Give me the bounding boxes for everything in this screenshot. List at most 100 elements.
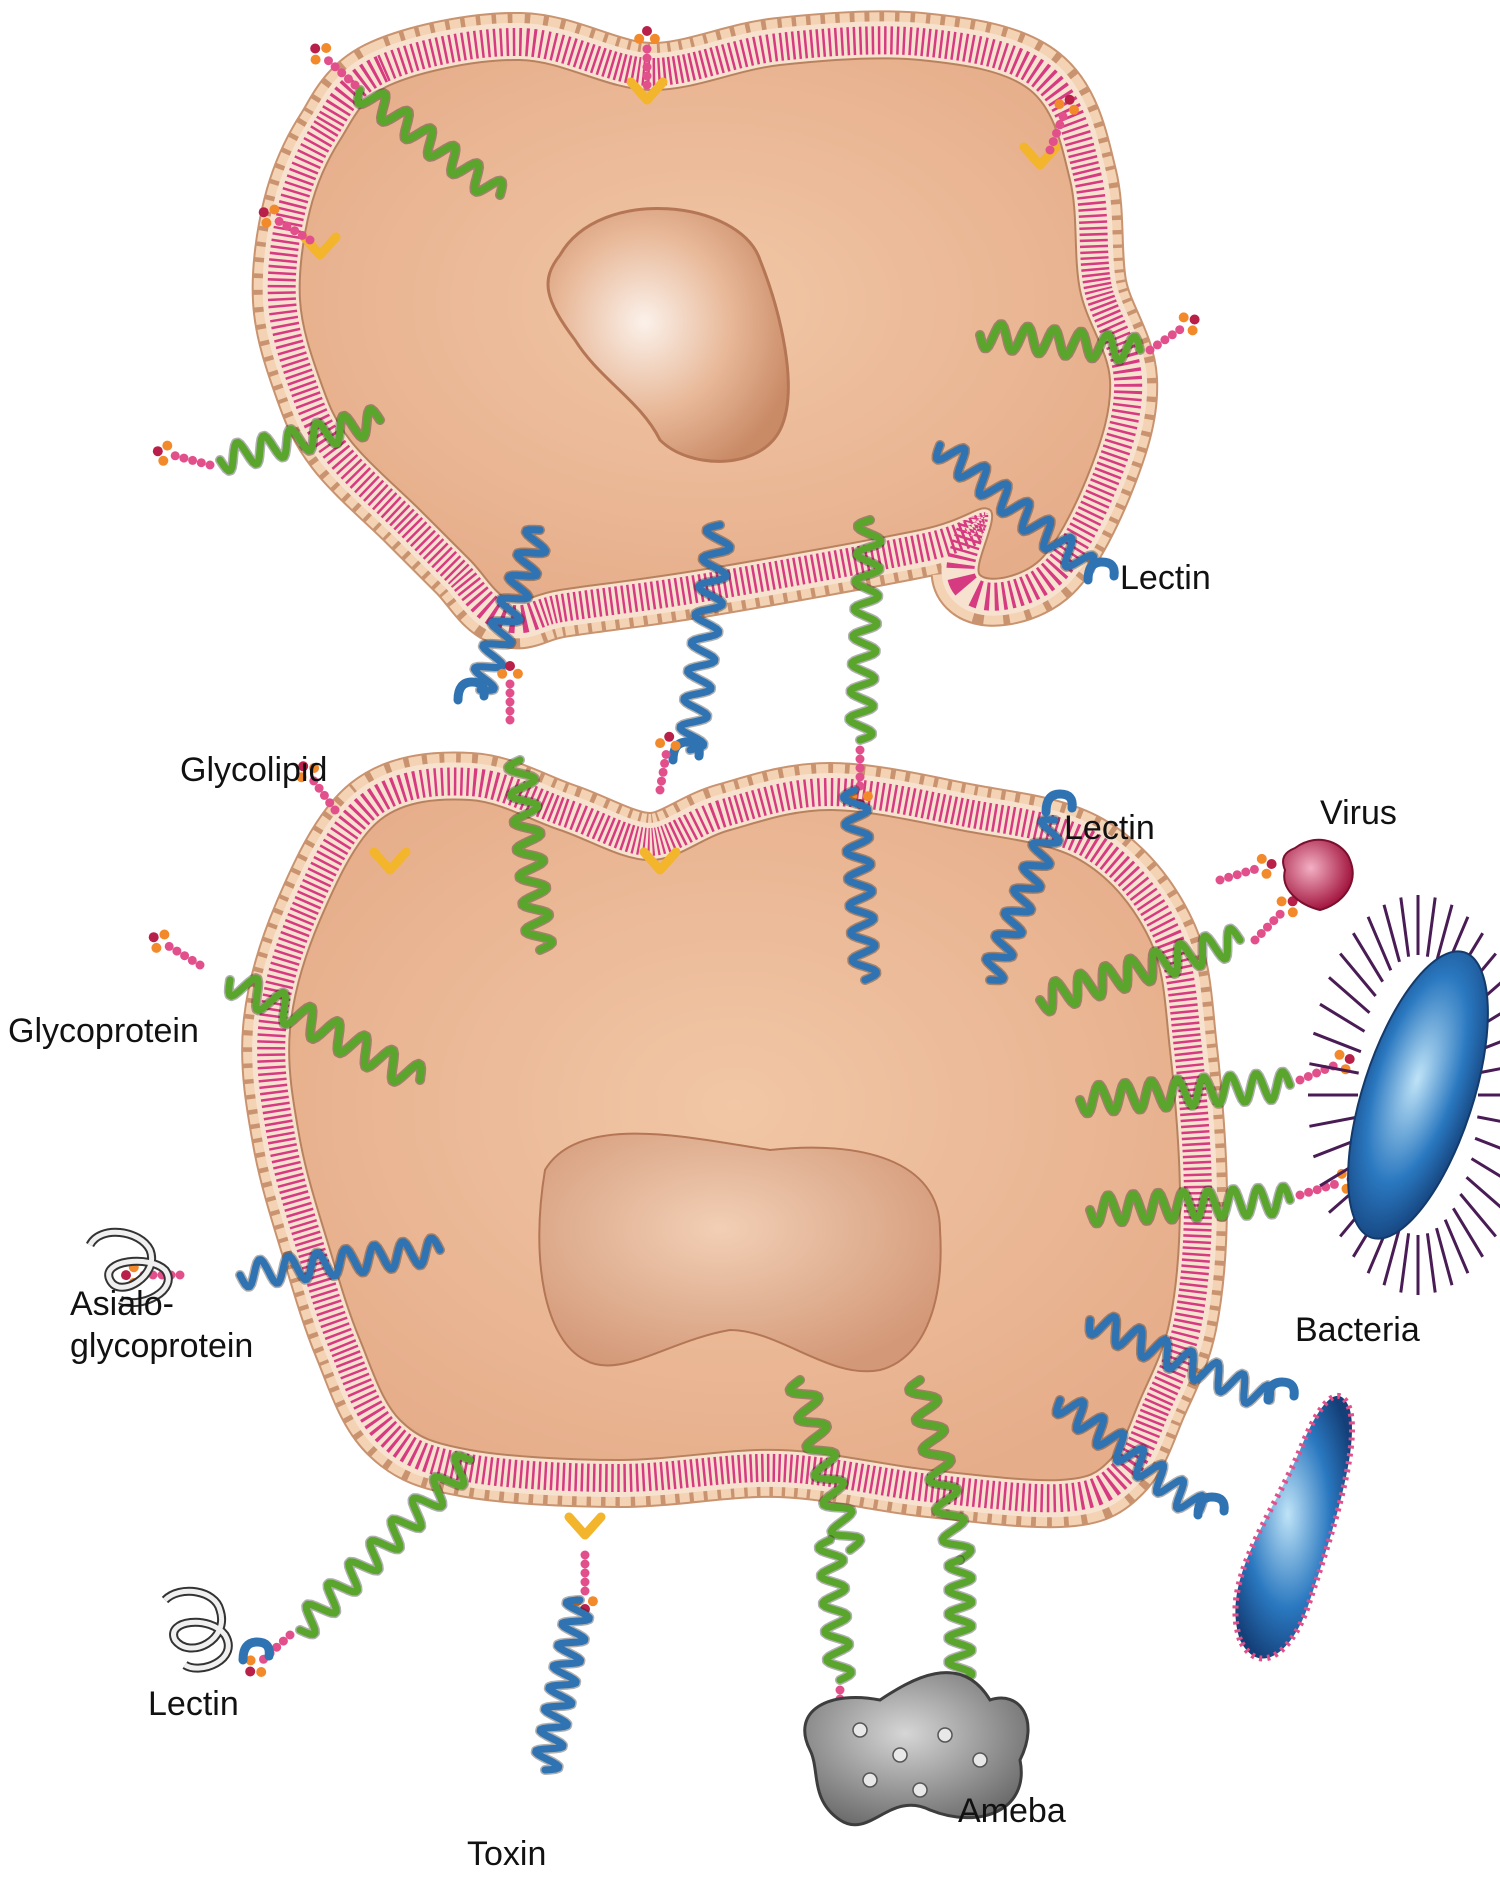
bottom-sugar-1-residue bbox=[325, 798, 334, 807]
label-lectin-mid: Lectin bbox=[1064, 810, 1155, 847]
top-sugar-5-residue bbox=[1146, 346, 1155, 355]
top-sugar-4-branch bbox=[259, 207, 269, 217]
top-sugar-2-residue bbox=[643, 45, 652, 54]
bridge-sugar-1-residue bbox=[856, 773, 865, 782]
ameba-vacuole bbox=[973, 1753, 987, 1767]
bottom-sugar-4-branch bbox=[245, 1667, 255, 1677]
ameba-vacuole bbox=[913, 1783, 927, 1797]
top-sugar-5-residue bbox=[1153, 340, 1162, 349]
bridge-sugar-2 bbox=[497, 661, 523, 725]
bridge-sugar-3-residue bbox=[660, 759, 669, 768]
top-sugar-2-branch bbox=[642, 26, 652, 36]
bridge-sugar-2-residue bbox=[506, 680, 515, 689]
bottom-glycoprotein-10 bbox=[948, 1560, 971, 1680]
bottom-sugar-6-residue bbox=[1296, 1076, 1305, 1085]
bottom-sugar-5-branch bbox=[1288, 907, 1298, 917]
top-sugar-4-residue bbox=[282, 222, 291, 231]
bridge-sugar-2-residue bbox=[506, 716, 515, 725]
bottom-sugar-2-residue bbox=[188, 956, 197, 965]
virus-sugar-branch bbox=[1262, 869, 1272, 879]
label-ameba: Ameba bbox=[958, 1793, 1066, 1830]
top-sugar-5-residue bbox=[1168, 330, 1177, 339]
bottom-sugar-5-residue bbox=[1251, 936, 1260, 945]
top-sugar-2-branch bbox=[650, 34, 660, 44]
virus-sugar-branch bbox=[1267, 859, 1277, 869]
ameba-vacuole bbox=[893, 1748, 907, 1762]
top-sugar-6-branch bbox=[158, 456, 168, 466]
label-virus: Virus bbox=[1320, 795, 1397, 832]
top-sugar-5 bbox=[1146, 312, 1200, 354]
top-sugar-1-residue bbox=[351, 81, 360, 90]
top-sugar-3-residue bbox=[1049, 137, 1058, 146]
bacterium-pilus bbox=[1313, 1033, 1361, 1052]
bacterium-pilus bbox=[1384, 905, 1400, 962]
bottom-sugar-4-branch bbox=[256, 1667, 266, 1677]
virus-sugar-residue bbox=[1233, 870, 1242, 879]
bridge-sugar-2-branch bbox=[497, 669, 507, 679]
top-sugar-2-branch bbox=[634, 34, 644, 44]
ameba-vacuole bbox=[853, 1723, 867, 1737]
top-sugar-5-branch bbox=[1179, 312, 1189, 322]
top-sugar-5-branch bbox=[1188, 325, 1198, 335]
bridge-sugar-2-residue bbox=[506, 689, 515, 698]
top-sugar-4-branch bbox=[269, 205, 279, 215]
top-sugar-3-branch bbox=[1065, 95, 1075, 105]
bottom-lectin-hook-4 bbox=[1198, 1497, 1224, 1515]
bacterium-pilus bbox=[1427, 898, 1435, 957]
ameba-vacuole bbox=[938, 1728, 952, 1742]
top-sugar-6-residue bbox=[188, 456, 197, 465]
bottom-lectin-hook-3 bbox=[1268, 1382, 1294, 1400]
bottom-sugar-8-residue bbox=[581, 1569, 590, 1578]
bottom-sugar-9-residue bbox=[836, 1686, 845, 1695]
top-sugar-6-residue bbox=[206, 461, 215, 470]
ameba-vacuole bbox=[863, 1773, 877, 1787]
bottom-sugar-2 bbox=[149, 930, 205, 970]
bridge-lectin-hook-1 bbox=[458, 682, 484, 700]
bridge-sugar-2-residue bbox=[506, 707, 515, 716]
top-sugar-1-branch bbox=[321, 43, 331, 53]
top-sugar-4-branch bbox=[261, 218, 271, 228]
bottom-sugar-5-residue bbox=[1276, 910, 1285, 919]
bacterium-2-body bbox=[1235, 1396, 1352, 1659]
top-sugar-2-residue bbox=[643, 81, 652, 90]
bottom-cell-cytoplasm bbox=[289, 799, 1180, 1480]
bottom-sugar-5 bbox=[1251, 896, 1298, 944]
top-sugar-1-residue bbox=[344, 74, 353, 83]
bottom-sugar-2-branch bbox=[149, 932, 159, 942]
bacterium-rod bbox=[1308, 895, 1500, 1295]
virus-sugar-residue bbox=[1216, 876, 1225, 885]
top-sugar-5-branch bbox=[1190, 315, 1200, 325]
bottom-sugar-2-residue bbox=[165, 942, 174, 951]
bottom-sugar-2-residue bbox=[172, 947, 181, 956]
bottom-sugar-4-residue bbox=[286, 1631, 295, 1640]
bottom-sugar-6-branch bbox=[1345, 1054, 1355, 1064]
label-glycolipid: Glycolipid bbox=[180, 752, 327, 789]
label-asialoglycoprotein-line2: glycoprotein bbox=[70, 1328, 253, 1365]
bridge-sugar-2-branch bbox=[513, 669, 523, 679]
virus-sugar bbox=[1216, 854, 1277, 885]
top-sugar-3-branch bbox=[1069, 105, 1079, 115]
bridge-sugar-3-residue bbox=[656, 786, 665, 795]
bottom-sugar-8-branch bbox=[588, 1596, 598, 1606]
bacterium-pilus bbox=[1477, 1117, 1500, 1126]
top-sugar-1-branch bbox=[310, 44, 320, 54]
bridge-sugar-3-residue bbox=[662, 750, 671, 759]
bottom-glycolipid-3 bbox=[569, 1517, 601, 1535]
top-sugar-6-branch bbox=[153, 446, 163, 456]
bacterium-pilus bbox=[1401, 1233, 1409, 1292]
bottom-sugar-5-branch bbox=[1277, 896, 1287, 906]
top-sugar-1-branch bbox=[311, 55, 321, 65]
label-lectin-bottom: Lectin bbox=[148, 1686, 239, 1723]
top-sugar-4-residue bbox=[298, 231, 307, 240]
label-lectin-top: Lectin bbox=[1120, 560, 1211, 597]
top-sugar-6-branch bbox=[162, 441, 172, 451]
label-glycoprotein: Glycoprotein bbox=[8, 1013, 199, 1050]
bacterium-pilus bbox=[1437, 1228, 1453, 1285]
bottom-glycoprotein-3 bbox=[300, 1456, 470, 1635]
top-sugar-6-residue bbox=[171, 451, 180, 460]
bridge-sugar-2-branch bbox=[505, 661, 515, 671]
bacterium-pilus bbox=[1475, 1138, 1500, 1157]
bottom-sugar-2-residue bbox=[180, 951, 189, 960]
top-sugar-4-residue bbox=[306, 236, 315, 245]
